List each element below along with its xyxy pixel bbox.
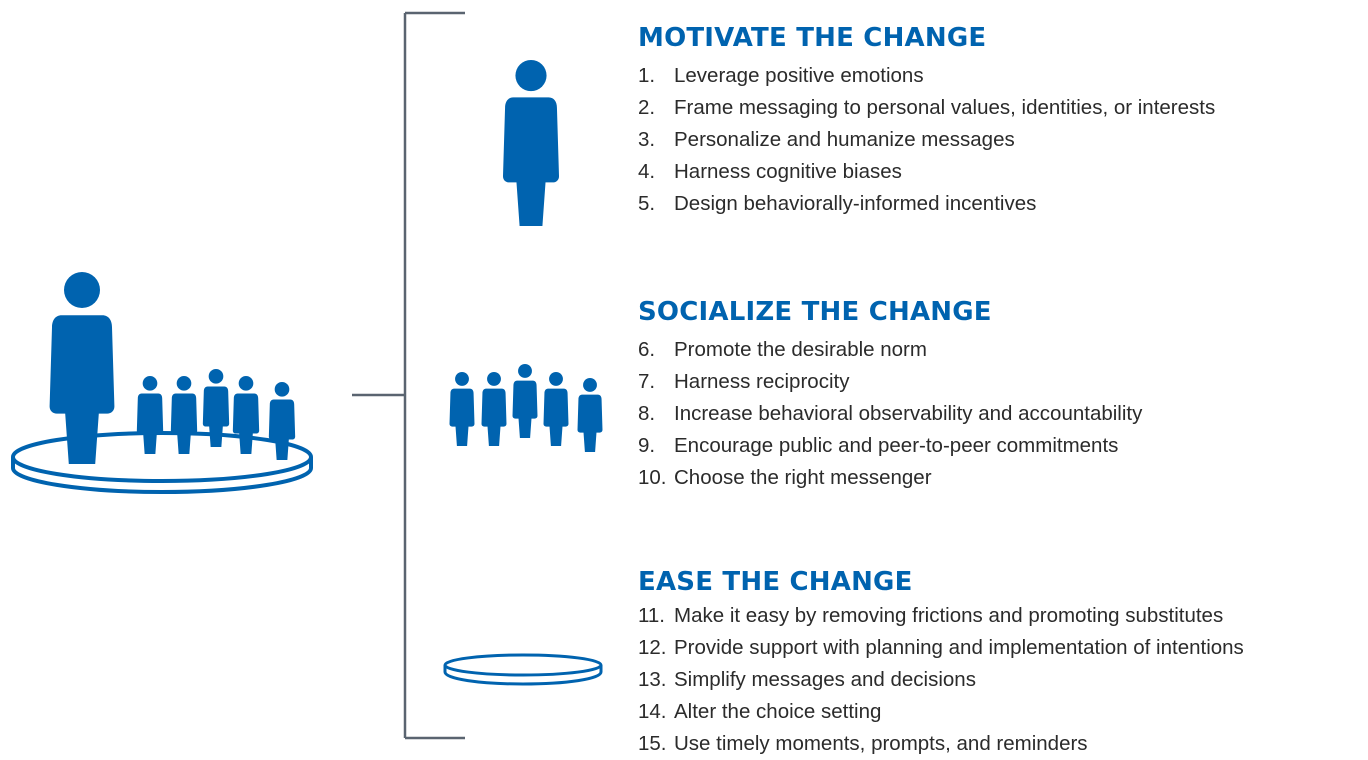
item-text: Design behaviorally-informed incentives [674,192,1037,215]
item-text: Promote the desirable norm [674,338,927,361]
section-socialize: SOCIALIZE THE CHANGE 6. Promote the desir… [638,296,1358,494]
section-title-socialize: SOCIALIZE THE CHANGE [638,297,992,327]
list-item: 5. Design behaviorally-informed incentive… [638,188,1358,220]
list-item: 2. Frame messaging to personal values, id… [638,92,1358,124]
list-item: 14. Alter the choice setting [638,696,1358,728]
item-text: Use timely moments, prompts, and reminde… [674,732,1088,755]
list-item: 13. Simplify messages and decisions [638,664,1358,696]
item-number: 4. [638,160,656,183]
item-number: 9. [638,434,656,457]
list-item: 12. Provide support with planning and imp… [638,632,1358,664]
item-number: 7. [638,370,656,393]
list-item: 7. Harness reciprocity [638,366,1358,398]
list-item: 4. Harness cognitive biases [638,156,1358,188]
list-item: 3. Personalize and humanize messages [638,124,1358,156]
item-text: Increase behavioral observability and ac… [674,402,1143,425]
list-item: 10. Choose the right messenger [638,462,1358,494]
item-number: 11. [638,604,665,627]
section-title-ease: EASE THE CHANGE [638,567,913,597]
item-number: 13. [638,668,667,691]
item-number: 2. [638,96,656,119]
group-of-people-icon [449,364,603,452]
list-motivate: 1. Leverage positive emotions 2. Frame mes… [638,60,1358,220]
list-socialize: 6. Promote the desirable norm 7. Harness r… [638,334,1358,494]
list-item: 11. Make it easy by removing frictions an… [638,600,1358,632]
item-number: 10. [638,466,667,489]
item-text: Encourage public and peer-to-peer commit… [674,434,1119,457]
item-number: 14. [638,700,667,723]
item-text: Simplify messages and decisions [674,668,976,691]
item-number: 12. [638,636,667,659]
list-item: 6. Promote the desirable norm [638,334,1358,366]
item-number: 3. [638,128,656,151]
list-item: 15. Use timely moments, prompts, and remi… [638,728,1358,760]
item-text: Alter the choice setting [674,700,882,723]
bracket-connector [352,11,465,740]
item-number: 8. [638,402,656,425]
item-number: 1. [638,64,656,87]
list-item: 9. Encourage public and peer-to-peer comm… [638,430,1358,462]
crowd-on-platform-icon [11,272,313,495]
item-text: Leverage positive emotions [674,64,924,87]
section-title-motivate: MOTIVATE THE CHANGE [638,23,987,53]
item-text: Personalize and humanize messages [674,128,1015,151]
item-number: 6. [638,338,656,361]
item-text: Harness cognitive biases [674,160,902,183]
item-number: 5. [638,192,656,215]
item-text: Frame messaging to personal values, iden… [674,96,1216,119]
single-person-icon [502,60,560,226]
list-ease: 11. Make it easy by removing frictions an… [638,600,1358,760]
item-number: 15. [638,732,667,755]
platform-disc-icon [443,653,603,686]
item-text: Harness reciprocity [674,370,850,393]
platform-disc [11,431,313,495]
item-text: Make it easy by removing frictions and p… [674,604,1224,627]
section-motivate: MOTIVATE THE CHANGE 1. Leverage positive … [638,22,1358,220]
item-text: Provide support with planning and implem… [674,636,1244,659]
list-item: 8. Increase behavioral observability and … [638,398,1358,430]
section-ease: EASE THE CHANGE 11. Make it easy by remov… [638,566,1358,760]
list-item: 1. Leverage positive emotions [638,60,1358,92]
item-text: Choose the right messenger [674,466,932,489]
